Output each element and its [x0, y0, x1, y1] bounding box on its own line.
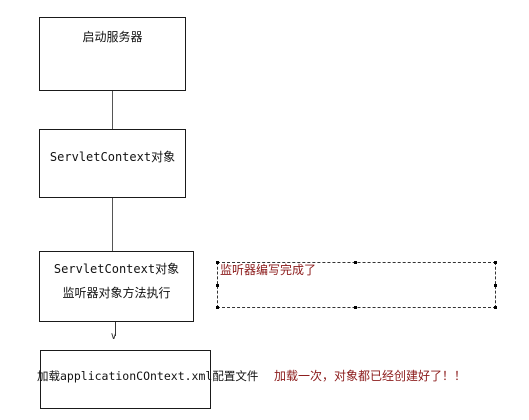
connector-start-to-context — [112, 91, 113, 129]
connector-context-to-listener — [112, 198, 113, 251]
load-config-label: 加载applicationCOntext.xml配置文件 — [37, 369, 259, 383]
selection-handle — [216, 261, 219, 264]
listener-label-line1: ServletContext对象 — [53, 262, 180, 276]
selection-handle — [216, 306, 219, 309]
arrow-listener-to-load — [115, 322, 116, 336]
selection-handle — [494, 284, 497, 287]
load-config-box: 加载applicationCOntext.xml配置文件 — [37, 350, 258, 409]
load-once-note: 加载一次，对象都已经创建好了！！ — [274, 369, 467, 383]
listener-done-note: 监听器编写完成了 — [220, 263, 317, 277]
servlet-context-label: ServletContext对象 — [49, 150, 176, 164]
selection-handle — [494, 306, 497, 309]
start-server-label: 启动服务器 — [82, 30, 143, 44]
servlet-context-box: ServletContext对象 — [39, 129, 186, 198]
arrow-down-icon: ∨ — [110, 331, 118, 342]
selection-handle — [494, 261, 497, 264]
selection-handle — [354, 261, 357, 264]
selection-handle — [216, 284, 219, 287]
listener-box: ServletContext对象 监听器对象方法执行 — [39, 251, 194, 322]
start-server-box: 启动服务器 — [39, 17, 186, 91]
selection-handle — [354, 306, 357, 309]
listener-label-line2: 监听器对象方法执行 — [62, 286, 171, 300]
